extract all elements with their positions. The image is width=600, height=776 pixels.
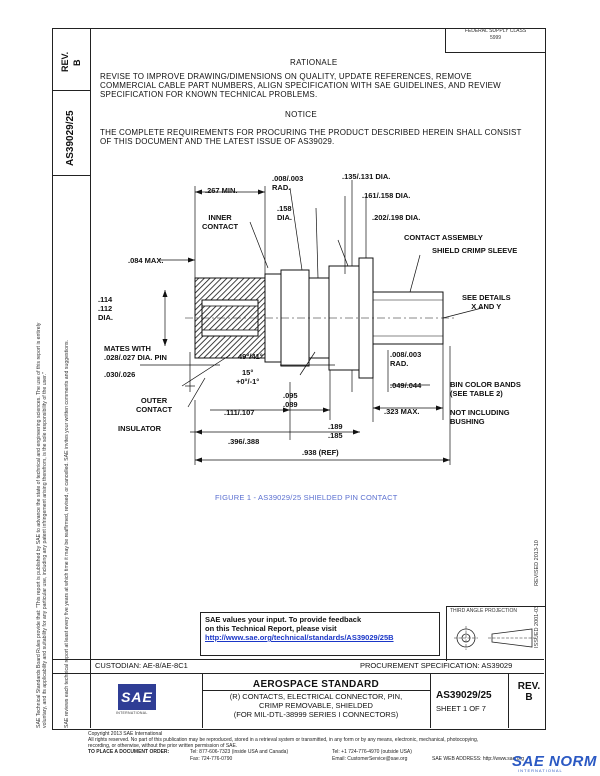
see-details-label: SEE DETAILS X AND Y	[462, 293, 511, 311]
watermark-sub: INTERNATIONAL	[518, 768, 563, 773]
third-angle-projection-icon	[454, 626, 536, 650]
dim-008-rad: .008/.003 RAD.	[272, 174, 304, 192]
left-header-column	[52, 28, 91, 728]
rev-bottom: REV. B	[514, 681, 544, 703]
footer-web[interactable]: SAE WEB ADDRESS: http://www.sae.org	[432, 756, 524, 762]
dim-189: .189 .185	[328, 422, 343, 440]
feedback-link[interactable]: http://www.sae.org/technical/standards/A…	[205, 633, 394, 642]
dim-938-ref: .938 (REF)	[302, 448, 339, 457]
fsc-code: 5999	[489, 35, 502, 41]
doc-number-box: AS39029/25	[52, 90, 90, 176]
dim-049: .049/.044	[390, 381, 422, 390]
feedback-line2: on this Technical Report, please visit	[205, 624, 337, 633]
angle-15: 15° +0°/-1°	[236, 368, 260, 386]
projection-box	[446, 606, 545, 661]
rev-bottom-label: REV.	[517, 681, 541, 692]
title-description: (R) CONTACTS, ELECTRICAL CONNECTOR, PIN,…	[206, 692, 426, 719]
feedback-line1: SAE values your input. To provide feedba…	[205, 615, 362, 624]
title-divider-3	[508, 673, 509, 728]
title-divider-1	[202, 673, 203, 728]
dim-111: .111/.107	[224, 408, 255, 417]
dim-396: .396/.388	[228, 437, 260, 446]
footer-email: Email: CustomerService@sae.org	[332, 756, 408, 762]
side-note-line2: voluntary, and its applicability and sui…	[42, 372, 48, 728]
dim-135: .135/.131 DIA.	[342, 172, 391, 181]
dim-008-rad-b: .008/.003 RAD.	[390, 350, 422, 368]
contact-drawing	[140, 180, 483, 465]
page-frame	[52, 28, 546, 730]
title-desc-line2: CRIMP REMOVABLE, SHIELDED	[259, 701, 373, 710]
figure-caption: FIGURE 1 - AS39029/25 SHIELDED PIN CONTA…	[215, 493, 398, 502]
footer-tel2: Tel: +1 724-776-4970 (outside USA)	[332, 749, 412, 755]
angle-49-41: 49°/41°	[238, 352, 263, 361]
custodian-strip	[52, 659, 544, 660]
dim-114: .114 .112 DIA.	[98, 295, 113, 322]
bin-color-bands-label: BIN COLOR BANDS (SEE TABLE 2)	[450, 380, 521, 398]
federal-supply-class: FEDERAL SUPPLY CLASS 5999	[445, 28, 545, 53]
procurement-spec: PROCUREMENT SPECIFICATION: AS39029	[360, 661, 513, 670]
revised-date: REVISED 2013-10	[534, 540, 540, 586]
mates-with-label: MATES WITH .028/.027 DIA. PIN	[104, 344, 167, 362]
sae-logo: SAE	[118, 684, 156, 710]
rev-box: REV. B	[52, 28, 90, 91]
title-desc-line1: (R) CONTACTS, ELECTRICAL CONNECTOR, PIN,	[229, 692, 403, 701]
dim-158: .158 DIA.	[277, 204, 292, 222]
footer-order-label: TO PLACE A DOCUMENT ORDER:	[88, 749, 170, 755]
sae-logo-sub: INTERNATIONAL	[116, 711, 148, 715]
footer-copyright: Copyright 2013 SAE International	[88, 731, 163, 737]
title-divider-h	[202, 690, 430, 691]
dim-030: .030/.026	[104, 370, 136, 379]
footer-rights2: recording, or otherwise, without the pri…	[88, 743, 238, 749]
feedback-box: SAE values your input. To provide feedba…	[200, 612, 440, 656]
dim-084: .084 MAX.	[128, 256, 164, 265]
rationale-text: REVISE TO IMPROVE DRAWING/DIMENSIONS ON …	[100, 72, 501, 99]
aerospace-standard-title: AEROSPACE STANDARD	[252, 679, 380, 690]
sheet-number: SHEET 1 OF 7	[436, 704, 486, 713]
dim-267: .267 MIN.	[205, 186, 238, 195]
footer-rights: All rights reserved. No part of this pub…	[88, 737, 479, 743]
contact-assembly-label: CONTACT ASSEMBLY	[404, 233, 483, 242]
title-desc-line3: (FOR MIL-DTL-38999 SERIES I CONNECTORS)	[233, 710, 399, 719]
watermark: SAE NORM	[512, 753, 597, 770]
dim-095: .095 .089	[283, 391, 298, 409]
title-block-top-rule	[52, 673, 544, 674]
side-note-line3: SAE reviews each technical report at lea…	[64, 340, 70, 728]
doc-number-vertical: AS39029/25	[65, 110, 76, 166]
inner-contact-label: INNER CONTACT	[202, 213, 239, 231]
notice-heading: NOTICE	[285, 110, 318, 119]
dim-161: .161/.158 DIA.	[362, 191, 411, 200]
dim-323: .323 MAX.	[384, 407, 420, 416]
footer-tel1: Tel: 877-606-7323 (inside USA and Canada…	[190, 749, 289, 755]
rev-bottom-value: B	[525, 692, 533, 703]
notice-text: THE COMPLETE REQUIREMENTS FOR PROCURING …	[100, 128, 522, 146]
shield-crimp-sleeve-label: SHIELD CRIMP SLEEVE	[432, 246, 518, 255]
doc-number-bottom: AS39029/25	[436, 690, 492, 701]
rationale-heading: RATIONALE	[290, 58, 338, 67]
dimension-lines	[140, 180, 483, 465]
footer-fax: Fax: 724-776-0790	[190, 756, 233, 762]
dim-202: .202/.198 DIA.	[372, 213, 421, 222]
outer-contact-label: OUTER CONTACT	[136, 396, 173, 414]
not-including-bushing-label: NOT INCLUDING BUSHING	[450, 408, 510, 426]
insulator-label: INSULATOR	[118, 424, 162, 433]
rev-value: B	[72, 59, 82, 67]
fsc-label: FEDERAL SUPPLY CLASS	[464, 28, 527, 34]
rev-label: REV.	[60, 51, 70, 72]
custodian: CUSTODIAN: AE-8/AE-8C1	[95, 661, 188, 670]
projection-label: THIRD ANGLE PROJECTION	[450, 608, 517, 614]
title-divider-2	[430, 673, 431, 728]
dimension-arrows	[162, 189, 450, 463]
